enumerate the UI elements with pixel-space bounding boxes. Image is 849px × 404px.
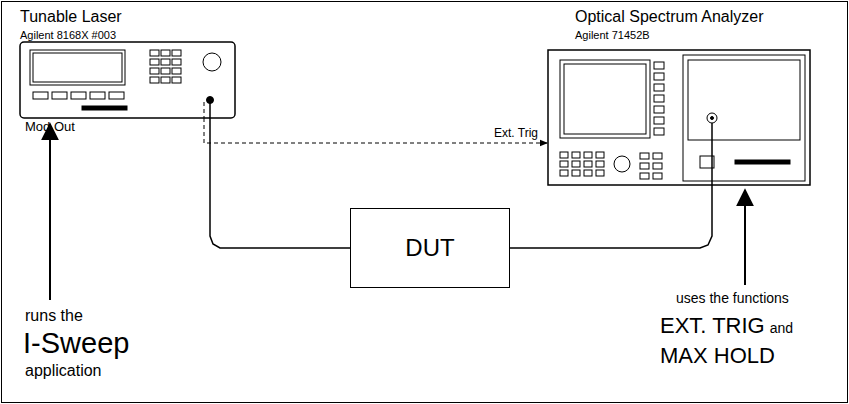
fiber-stub <box>711 123 713 185</box>
laser-key <box>150 59 159 65</box>
laser-button <box>109 92 124 99</box>
osa-key <box>653 153 662 159</box>
osa-key <box>572 152 580 158</box>
osa-key <box>584 170 592 176</box>
instrument-title: Tunable Laser <box>20 8 122 26</box>
osa-softkey <box>654 128 664 135</box>
tunable-laser-instrument <box>20 42 235 118</box>
osa-bar <box>735 160 790 164</box>
osa-key <box>640 163 649 169</box>
osa-softkey <box>654 73 664 80</box>
osa-softkey <box>654 62 664 69</box>
instrument-model: Agilent 8168X #003 <box>20 29 116 42</box>
osa-key <box>572 161 580 167</box>
laser-port <box>207 97 214 104</box>
annotation-text: uses the functions <box>676 290 789 306</box>
spectrum-analyzer-instrument <box>548 50 810 185</box>
osa-key <box>584 152 592 158</box>
instrument-node: Tunable LaserAgilent 8168X #003 <box>18 8 238 118</box>
osa-square-button <box>700 156 714 168</box>
laser-key <box>161 50 170 56</box>
laser-key <box>150 68 159 74</box>
osa-housing <box>548 50 810 185</box>
osa-port-core <box>711 117 714 120</box>
trigger-line <box>204 118 548 143</box>
osa-softkey <box>654 117 664 124</box>
osa-module <box>688 60 800 140</box>
osa-screen-inner <box>564 64 646 134</box>
laser-key <box>172 59 181 65</box>
osa-key <box>596 161 604 167</box>
laser-key <box>161 59 170 65</box>
osa-key <box>584 161 592 167</box>
trigger-stub <box>204 102 205 118</box>
laser-key <box>150 77 159 83</box>
laser-housing <box>20 42 235 118</box>
laser-bar <box>82 106 127 110</box>
laser-knob <box>203 53 221 71</box>
instrument-model: Agilent 71452B <box>575 29 650 42</box>
leader-arrow <box>49 124 51 300</box>
function-name: MAX HOLD <box>660 343 775 368</box>
osa-key <box>653 163 662 169</box>
device-label: DUT <box>405 234 454 262</box>
annotation-text: application <box>25 362 102 380</box>
osa-key <box>640 173 649 179</box>
osa-key <box>640 153 649 159</box>
laser-button <box>52 92 67 99</box>
instrument-title: Optical Spectrum Analyzer <box>575 8 764 26</box>
fiber-stub <box>209 103 211 118</box>
fiber-line <box>510 185 712 248</box>
laser-key <box>161 77 170 83</box>
laser-button <box>71 92 86 99</box>
port-label: Mod Out <box>25 120 75 135</box>
instrument-node: Optical Spectrum AnalyzerAgilent 71452B <box>548 8 810 185</box>
osa-port <box>707 113 717 123</box>
application-name: I-Sweep <box>23 327 129 360</box>
osa-key <box>653 173 662 179</box>
osa-key <box>596 152 604 158</box>
annotation-text: runs the <box>25 307 83 325</box>
laser-display-inner <box>33 53 122 82</box>
laser-key <box>172 77 181 83</box>
osa-softkey <box>654 84 664 91</box>
function-name: EXT. TRIG <box>660 313 765 338</box>
osa-key <box>560 161 568 167</box>
leader-arrow <box>744 190 746 285</box>
laser-key <box>150 50 159 56</box>
laser-button <box>33 92 48 99</box>
fiber-line <box>210 118 350 248</box>
laser-key <box>161 68 170 74</box>
osa-softkey <box>654 95 664 102</box>
laser-key <box>172 50 181 56</box>
laser-key <box>172 68 181 74</box>
device-box: DUT <box>350 208 510 288</box>
laser-display <box>30 50 125 85</box>
osa-key <box>596 170 604 176</box>
osa-key <box>560 170 568 176</box>
osa-screen <box>560 60 650 138</box>
osa-softkey <box>654 106 664 113</box>
osa-knob <box>614 156 630 172</box>
signal-label: Ext. Trig <box>492 127 540 141</box>
laser-button <box>90 92 105 99</box>
osa-right-panel <box>683 55 805 181</box>
osa-key <box>572 170 580 176</box>
osa-key <box>560 152 568 158</box>
annotation-text: and <box>770 320 793 336</box>
